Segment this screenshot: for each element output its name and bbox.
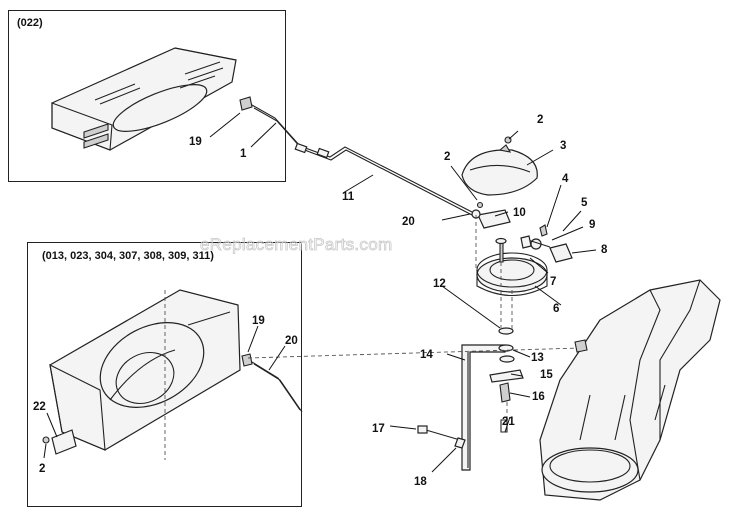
callout-4: 4 xyxy=(562,173,569,185)
callout-19-inset: 19 xyxy=(252,315,265,327)
callout-14: 14 xyxy=(420,349,433,361)
callout-7: 7 xyxy=(550,276,556,288)
callout-2-inset: 2 xyxy=(39,463,45,475)
callout-18: 18 xyxy=(414,476,427,488)
callout-16: 16 xyxy=(532,391,545,403)
callout-21: 21 xyxy=(502,416,515,428)
callout-labels: 2 3 2 4 5 10 9 20 11 1 19 8 7 12 6 14 13… xyxy=(33,114,608,488)
callout-20-inset: 20 xyxy=(285,335,298,347)
shift-rod xyxy=(251,104,473,216)
bracket-assembly xyxy=(471,201,511,229)
inset-alignment-lines xyxy=(164,290,581,460)
chute-cap xyxy=(461,136,538,196)
inset-title-022: (022) xyxy=(17,17,43,29)
watermark-text: eReplacementParts.com xyxy=(200,235,392,254)
callout-2-top: 2 xyxy=(537,114,543,126)
callout-6: 6 xyxy=(553,303,559,315)
discharge-chute xyxy=(539,279,721,501)
worm-gear xyxy=(495,224,573,263)
inset-022-panel xyxy=(51,47,253,151)
callout-22: 22 xyxy=(33,401,46,413)
gear-ring xyxy=(476,252,548,296)
inset-multi-housing xyxy=(42,289,303,455)
callout-13: 13 xyxy=(531,352,544,364)
callout-11: 11 xyxy=(342,191,355,203)
callout-1: 1 xyxy=(240,148,247,160)
leader-lines xyxy=(43,112,597,473)
callout-3: 3 xyxy=(560,140,566,152)
callout-17: 17 xyxy=(372,423,385,435)
callout-2-left: 2 xyxy=(444,151,450,163)
callout-15: 15 xyxy=(540,369,553,381)
callout-8: 8 xyxy=(601,244,608,256)
callout-5: 5 xyxy=(581,197,588,209)
callout-12: 12 xyxy=(433,278,446,290)
callout-10: 10 xyxy=(513,207,526,219)
callout-9: 9 xyxy=(589,219,595,231)
inset-title-multi: (013, 023, 304, 307, 308, 309, 311) xyxy=(42,250,214,262)
callout-19-top: 19 xyxy=(189,136,202,148)
support-post xyxy=(417,327,524,471)
callout-20-main: 20 xyxy=(402,216,415,228)
